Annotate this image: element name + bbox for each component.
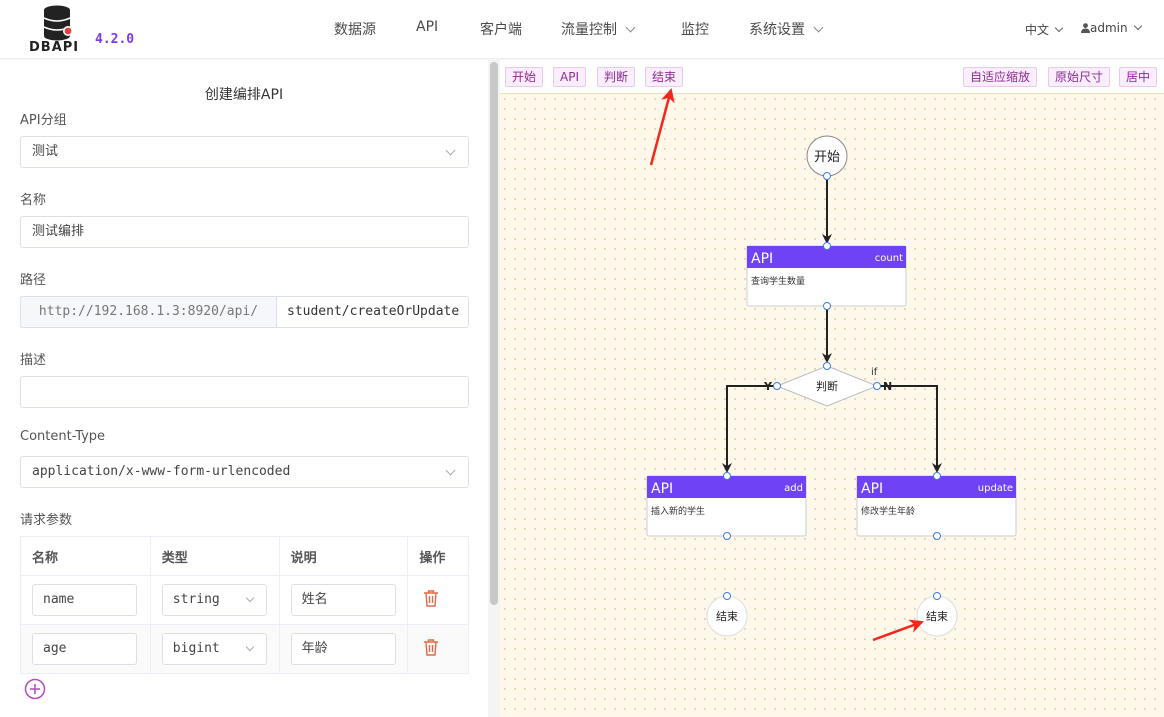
- param-desc-input[interactable]: 年龄: [290, 633, 396, 665]
- flow-start-node[interactable]: 开始: [806, 135, 848, 180]
- flow-diagram: 开始 API count 查询学生数量 判断 if Y N: [646, 88, 1017, 642]
- canvas-toolbar: 开始 API 判断 结束 自适应缩放 原始尺寸 居中: [500, 60, 1164, 93]
- nav-client[interactable]: 客户端: [480, 22, 522, 38]
- content-type-label: Content-Type: [20, 429, 106, 444]
- path-prefix: http://192.168.1.3:8920/api/: [20, 296, 277, 328]
- api-node-tag: count: [875, 253, 903, 264]
- add-decision-button[interactable]: 判断: [597, 67, 636, 87]
- api-node-tag: update: [978, 483, 1013, 494]
- api-node-desc: 插入新的学生: [651, 505, 705, 517]
- nav-system-settings[interactable]: 系统设置: [749, 19, 824, 39]
- table-row: name string 姓名: [20, 575, 469, 625]
- flow-api-node-count[interactable]: API count 查询学生数量: [746, 242, 907, 310]
- start-node-label: 开始: [814, 150, 840, 165]
- chevron-down-icon: [445, 145, 456, 156]
- chevron-down-icon: [445, 465, 456, 476]
- end-node-label: 结束: [716, 610, 738, 623]
- chevron-down-icon: [245, 593, 255, 603]
- params-header-action: 操作: [407, 536, 469, 576]
- api-form-panel: 创建编排API API分组 测试 名称 测试编排 路径 http://192.1…: [0, 60, 488, 717]
- table-row: age bigint 年龄: [20, 624, 469, 674]
- api-node-desc: 修改学生年龄: [861, 505, 915, 517]
- scrollbar-thumb[interactable]: [490, 62, 498, 605]
- user-icon: [1081, 23, 1090, 33]
- annotation-arrow: [649, 88, 675, 166]
- flow-end-node-left[interactable]: 结束: [706, 592, 748, 637]
- end-node-label: 结束: [926, 610, 948, 623]
- decision-if-label: if: [871, 367, 878, 378]
- param-desc-input[interactable]: 姓名: [290, 584, 396, 616]
- flow-decision-node[interactable]: 判断 if Y N: [763, 362, 892, 407]
- name-input[interactable]: 测试编排: [20, 216, 469, 248]
- api-node-desc: 查询学生数量: [751, 275, 805, 287]
- form-title: 创建编排API: [204, 87, 284, 103]
- add-start-button[interactable]: 开始: [505, 67, 544, 87]
- add-circle-icon[interactable]: [24, 678, 46, 700]
- decision-label: 判断: [816, 379, 838, 393]
- center-button[interactable]: 居中: [1119, 67, 1158, 87]
- fit-zoom-button[interactable]: 自适应缩放: [963, 67, 1038, 87]
- api-node-title: API: [751, 251, 773, 267]
- annotation-arrow: [872, 619, 924, 642]
- api-node-tag: add: [784, 483, 803, 494]
- trash-icon[interactable]: [423, 638, 439, 656]
- params-header-type: 类型: [149, 536, 280, 576]
- version-label: 4.2.0: [95, 32, 135, 47]
- decision-yes-label: Y: [763, 380, 773, 393]
- path-label: 路径: [20, 273, 47, 288]
- api-node-title: API: [651, 481, 673, 497]
- chevron-down-icon: [1133, 21, 1142, 31]
- content-type-select[interactable]: application/x-www-form-urlencoded: [20, 456, 469, 488]
- decision-no-label: N: [883, 380, 892, 393]
- path-input[interactable]: student/createOrUpdate: [276, 296, 469, 328]
- param-type-select[interactable]: string: [161, 584, 267, 616]
- group-label: API分组: [20, 113, 67, 128]
- trash-icon[interactable]: [423, 589, 439, 607]
- nav-flow-control[interactable]: 流量控制: [561, 19, 636, 39]
- flow-end-node-right[interactable]: 结束: [916, 592, 958, 637]
- nav-api[interactable]: API: [416, 19, 439, 35]
- params-header-row: 名称 类型 说明 操作: [20, 536, 469, 576]
- original-size-button[interactable]: 原始尺寸: [1048, 67, 1111, 87]
- chevron-down-icon: [1054, 23, 1064, 33]
- top-navbar: DBAPI 4.2.0 数据源 API 客户端 流量控制 监控 系统设置 中文 …: [0, 0, 1164, 59]
- desc-input[interactable]: [20, 376, 469, 408]
- canvas-grid: [500, 93, 1164, 717]
- add-end-button[interactable]: 结束: [645, 67, 684, 87]
- flow-edges: [722, 176, 942, 473]
- flow-canvas: 开始 API 判断 结束 自适应缩放 原始尺寸 居中 开始: [500, 60, 1164, 717]
- param-type-select[interactable]: bigint: [161, 633, 267, 665]
- params-label: 请求参数: [20, 513, 73, 528]
- nav-datasource[interactable]: 数据源: [334, 22, 376, 38]
- chevron-down-icon: [813, 22, 824, 33]
- params-table: 名称 类型 说明 操作 name string 姓名 age bigint 年龄: [20, 536, 469, 674]
- user-dropdown[interactable]: admin: [1081, 21, 1142, 35]
- logo-text: DBAPI: [29, 40, 80, 55]
- add-api-button[interactable]: API: [553, 67, 586, 87]
- chevron-down-icon: [245, 642, 255, 652]
- logo-database-icon: [43, 5, 73, 41]
- group-select[interactable]: 测试: [20, 136, 469, 168]
- left-panel-scrollbar[interactable]: [488, 60, 500, 717]
- param-name-input[interactable]: age: [32, 633, 137, 665]
- chevron-down-icon: [625, 22, 636, 33]
- nav-monitor[interactable]: 监控: [681, 22, 709, 38]
- param-name-input[interactable]: name: [32, 584, 137, 616]
- params-header-desc: 说明: [278, 536, 409, 576]
- api-node-title: API: [861, 481, 883, 497]
- params-header-name: 名称: [20, 536, 151, 576]
- name-label: 名称: [20, 193, 47, 208]
- language-dropdown[interactable]: 中文: [1025, 21, 1064, 38]
- desc-label: 描述: [20, 353, 47, 368]
- flow-api-node-add[interactable]: API add 插入新的学生: [646, 472, 807, 540]
- flow-api-node-update[interactable]: API update 修改学生年龄: [856, 472, 1017, 540]
